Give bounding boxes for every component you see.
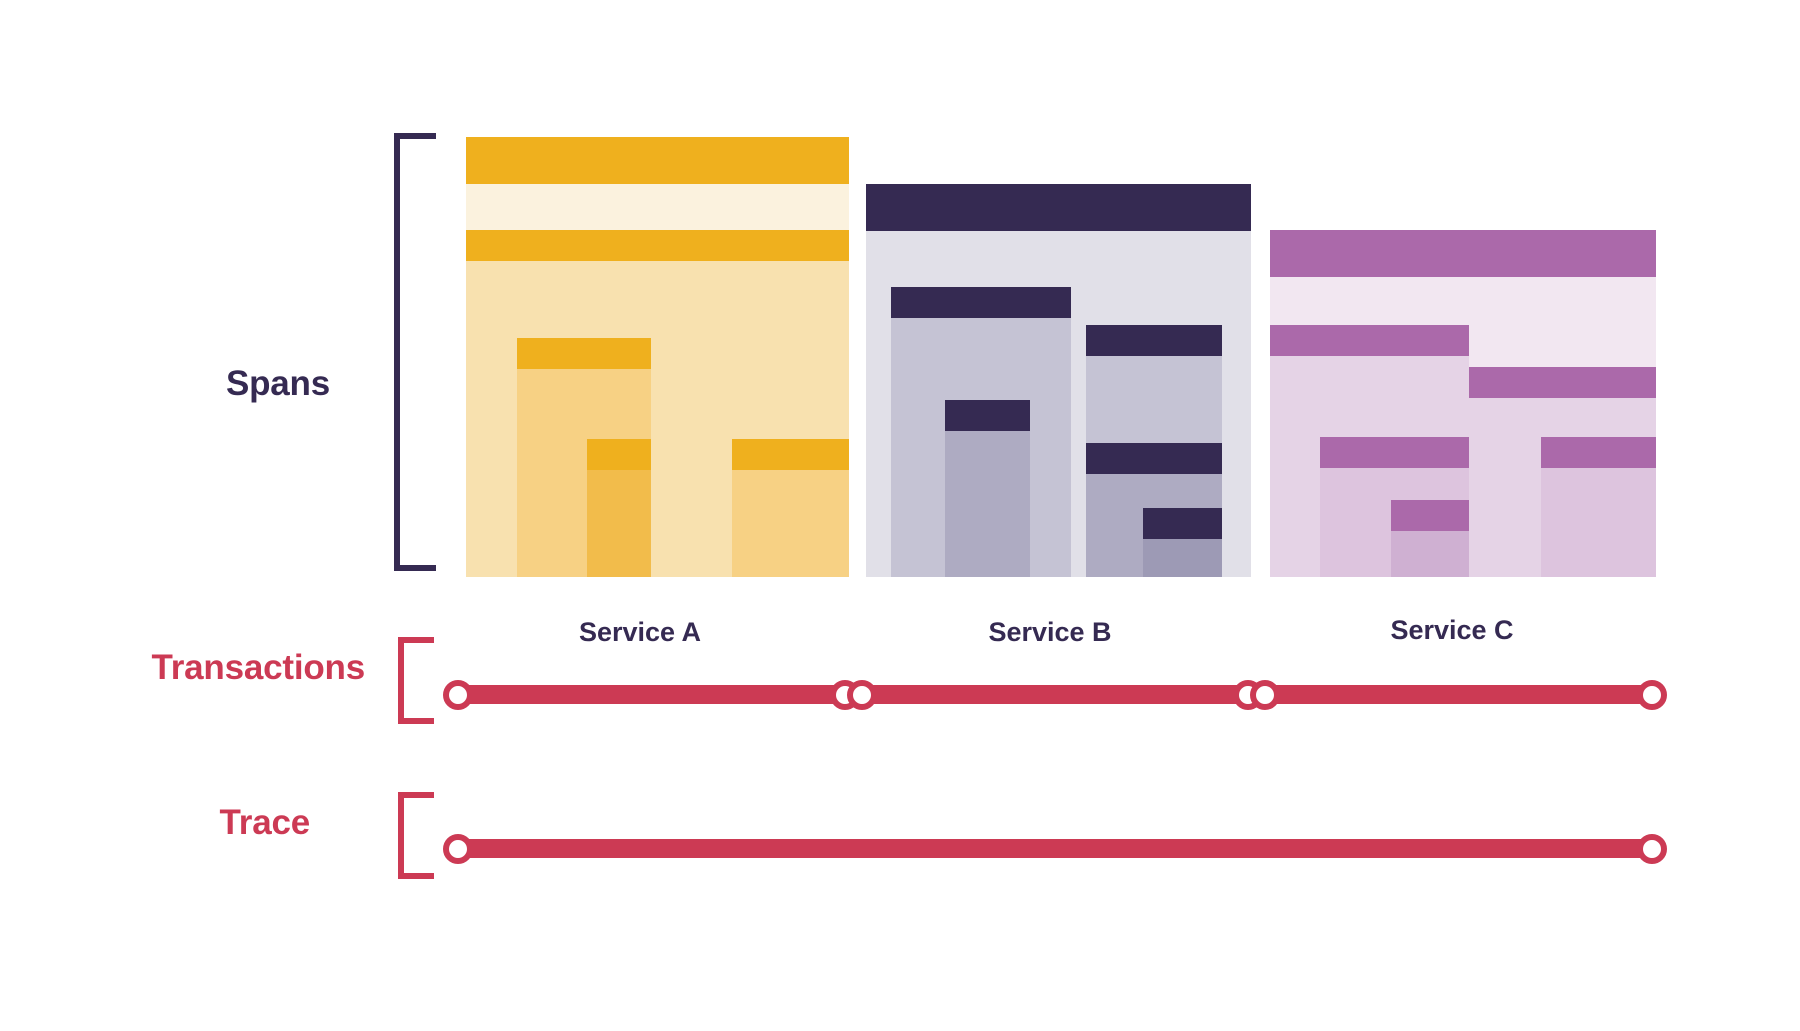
span-header-bar bbox=[1541, 437, 1656, 468]
span-header-bar bbox=[866, 184, 1251, 231]
transaction-bar[interactable] bbox=[458, 685, 845, 704]
service-group-2 bbox=[866, 184, 1251, 577]
transaction-endpoint-node[interactable] bbox=[1637, 679, 1667, 710]
span-box[interactable] bbox=[587, 439, 651, 577]
trace-endpoint-node[interactable] bbox=[1637, 833, 1667, 864]
span-header-bar bbox=[517, 338, 651, 369]
span-header-bar bbox=[466, 137, 849, 184]
span-box[interactable] bbox=[1143, 508, 1222, 577]
span-header-bar bbox=[1469, 367, 1656, 398]
trace-endpoint-node[interactable] bbox=[443, 833, 473, 864]
service-label-2: Service B bbox=[988, 617, 1112, 647]
span-header-bar bbox=[1391, 500, 1469, 531]
span-header-bar bbox=[945, 400, 1030, 431]
span-header-bar bbox=[1086, 325, 1222, 356]
span-header-bar bbox=[1086, 443, 1222, 474]
spans-row-label: Spans bbox=[225, 364, 330, 403]
span-header-bar bbox=[891, 287, 1071, 318]
transaction-endpoint-node[interactable] bbox=[847, 679, 877, 710]
transactions-bracket bbox=[398, 637, 434, 724]
service-label-3: Service C bbox=[1390, 615, 1514, 645]
span-header-bar bbox=[1270, 325, 1469, 356]
service-label-1: Service A bbox=[578, 617, 702, 647]
transaction-endpoint-node[interactable] bbox=[443, 679, 473, 710]
transactions-track bbox=[0, 679, 1800, 715]
span-header-bar bbox=[587, 439, 651, 470]
transaction-bar[interactable] bbox=[862, 685, 1248, 704]
spans-area bbox=[466, 137, 1656, 577]
transaction-endpoint-node[interactable] bbox=[1250, 679, 1280, 710]
span-box[interactable] bbox=[945, 400, 1030, 577]
spans-bracket bbox=[394, 133, 436, 571]
span-header-bar bbox=[1143, 508, 1222, 539]
service-group-3 bbox=[1270, 230, 1656, 577]
span-header-bar bbox=[659, 230, 849, 261]
span-box[interactable] bbox=[732, 439, 849, 577]
trace-bracket bbox=[398, 792, 434, 879]
span-header-bar bbox=[732, 439, 849, 470]
span-header-bar bbox=[1320, 437, 1469, 468]
trace-row-label: Trace bbox=[219, 803, 311, 842]
span-box[interactable] bbox=[1541, 437, 1656, 577]
transactions-row-label: Transactions bbox=[151, 648, 365, 687]
trace-track bbox=[0, 833, 1800, 869]
trace-bar[interactable] bbox=[458, 839, 1652, 858]
span-box[interactable] bbox=[1391, 500, 1469, 577]
service-group-1 bbox=[466, 137, 849, 577]
transaction-bar[interactable] bbox=[1265, 685, 1652, 704]
span-header-bar bbox=[1270, 230, 1656, 277]
